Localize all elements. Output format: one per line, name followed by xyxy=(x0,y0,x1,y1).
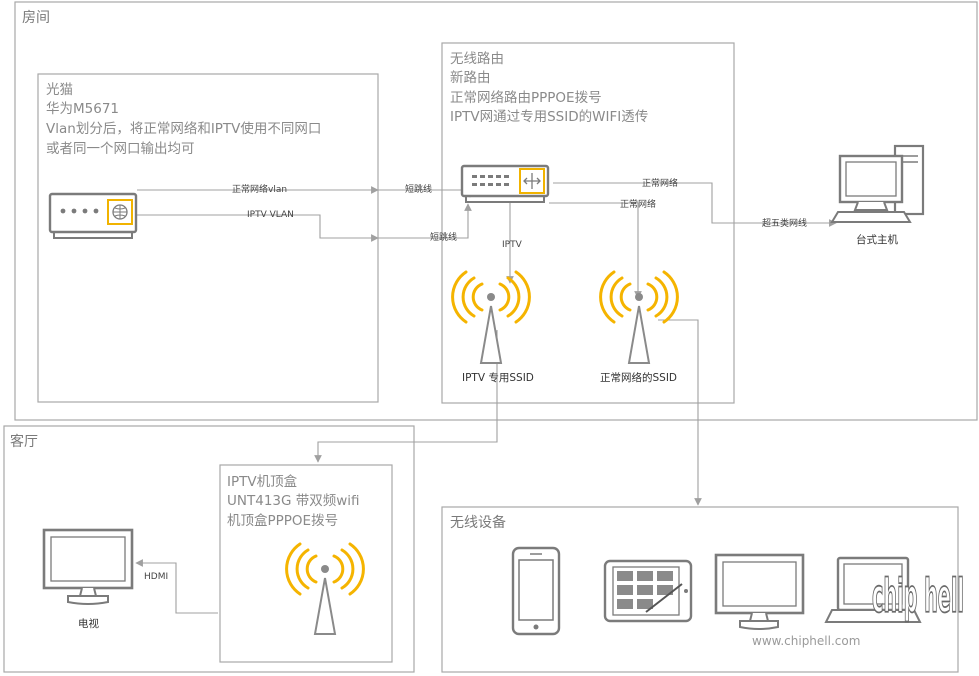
living-room-title: 客厅 xyxy=(10,433,38,450)
label-normal-vlan: 正常网络vlan xyxy=(232,183,287,195)
stb-line-2: UNT413G 带双频wifi xyxy=(227,493,360,509)
label-normal-net-1: 正常网络 xyxy=(642,177,678,189)
stb-antenna-icon xyxy=(285,542,365,635)
watermark-logo-text: chip hell xyxy=(872,569,964,623)
stb-line-1: IPTV机顶盒 xyxy=(227,473,298,490)
router-line-1: 无线路由 xyxy=(450,51,504,67)
edge-router-to-normal-ssid xyxy=(549,202,642,299)
desktop-icon xyxy=(830,144,925,223)
router-line-4: IPTV网通过专用SSID的WIFI透传 xyxy=(450,109,648,125)
stb-line-3: 机顶盒PPPOE拨号 xyxy=(227,512,338,529)
edge-short-jump-2 xyxy=(378,203,472,239)
phone-icon xyxy=(511,546,561,636)
router-line-2: 新路由 xyxy=(450,70,491,86)
room-zone-title: 房间 xyxy=(22,10,50,26)
tv-label: 电视 xyxy=(78,617,99,630)
router-icon xyxy=(460,164,550,203)
wireless-zone xyxy=(441,506,959,673)
iptv-ssid-antenna-icon xyxy=(451,270,531,364)
iptv-ssid-label: IPTV 专用SSID xyxy=(462,371,534,384)
label-hdmi: HDMI xyxy=(144,572,168,582)
watermark-url: www.chiphell.com xyxy=(752,634,860,648)
label-super5: 超五类网线 xyxy=(762,217,807,229)
label-short-jump-1: 短跳线 xyxy=(405,183,432,195)
edge-stb-to-tv xyxy=(135,559,218,614)
label-iptv-vlan: IPTV VLAN xyxy=(247,210,294,220)
label-short-jump-2: 短跳线 xyxy=(430,231,457,243)
edge-normal-ssid-to-wireless xyxy=(658,319,702,506)
room-zone xyxy=(14,1,978,421)
tablet-icon xyxy=(603,559,693,623)
living-room-zone xyxy=(3,425,415,673)
modem-line-2: 华为M5671 xyxy=(46,101,119,117)
laptop-icon xyxy=(824,556,922,623)
normal-ssid-antenna-icon xyxy=(599,270,679,364)
tv-icon xyxy=(42,528,134,605)
edge-router-to-desktop xyxy=(553,182,837,227)
modem-line-4: 或者同一个网口输出均可 xyxy=(46,141,195,157)
watermark-logo: chip hell xyxy=(871,568,965,624)
edge-iptv-vlan xyxy=(137,214,379,242)
label-normal-net-2: 正常网络 xyxy=(620,198,656,210)
modem-line-3: Vlan划分后，将正常网络和IPTV使用不同网口 xyxy=(46,120,321,137)
normal-ssid-label: 正常网络的SSID xyxy=(600,371,677,384)
stb-zone xyxy=(219,464,393,663)
desktop-label: 台式主机 xyxy=(856,233,898,246)
modem-icon xyxy=(48,192,138,239)
label-iptv: IPTV xyxy=(502,240,523,250)
edge-iptv-ssid-to-stb xyxy=(314,330,498,463)
modem-line-1: 光猫 xyxy=(46,82,73,98)
wireless-zone-title: 无线设备 xyxy=(450,514,506,531)
monitor-icon xyxy=(714,553,805,630)
router-line-3: 正常网络路由PPPOE拨号 xyxy=(450,90,602,106)
